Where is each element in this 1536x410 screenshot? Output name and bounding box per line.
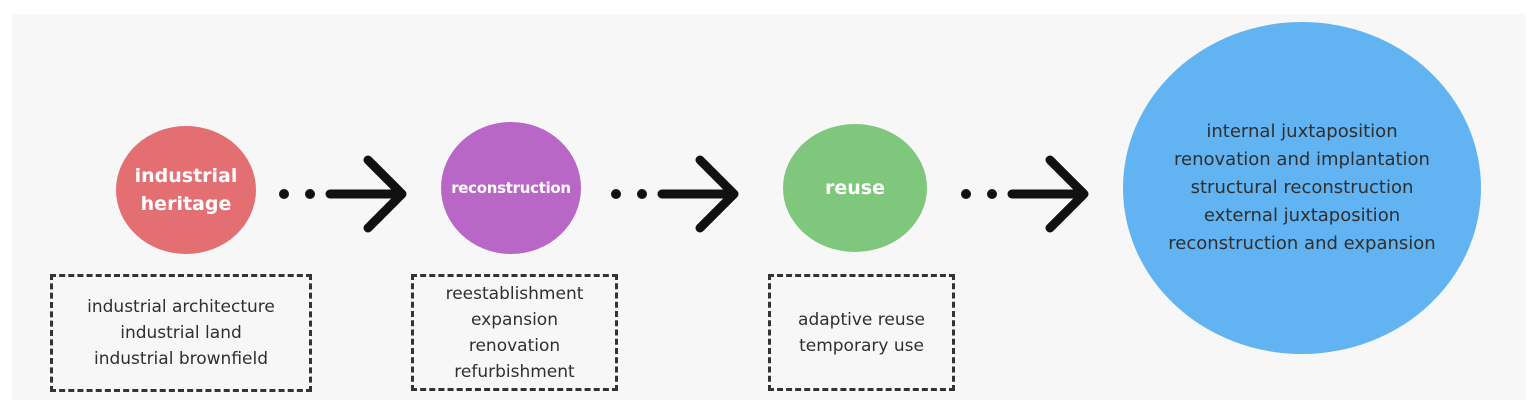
node-industrial-heritage-label: industrial heritage	[135, 162, 238, 218]
connector-dot	[637, 189, 647, 199]
box-list-item: renovation	[468, 335, 561, 356]
node-reuse-label: reuse	[825, 174, 885, 202]
result-list-item: external juxtaposition	[1203, 205, 1401, 226]
connector-reconstruction-to-reuse	[611, 155, 739, 233]
box-list-item: adaptive reuse	[798, 309, 925, 330]
node-result: internal juxtaposition renovation and im…	[1123, 22, 1481, 354]
node-industrial-heritage-label-line: industrial	[134, 165, 238, 187]
box-list-item: industrial brownfield	[93, 349, 268, 369]
connector-dot	[961, 189, 971, 199]
arrow-right-icon	[325, 155, 407, 233]
box-reuse-list: adaptive reuse temporary use	[798, 307, 925, 359]
box-list-item: expansion	[471, 309, 558, 330]
node-industrial-heritage-label-line: heritage	[140, 193, 232, 215]
arrow-right-icon	[657, 155, 739, 233]
result-list-item: renovation and implantation	[1174, 149, 1430, 170]
box-list-item: industrial land	[120, 323, 242, 343]
node-reconstruction-label-line: reconstruction	[451, 179, 571, 197]
box-reconstruction: reestablishment expansion renovation ref…	[411, 274, 618, 391]
box-list-item: refurbishment	[454, 361, 575, 382]
result-list-item: internal juxtaposition	[1206, 121, 1398, 142]
node-reuse-label-line: reuse	[825, 177, 885, 199]
box-reuse: adaptive reuse temporary use	[768, 274, 955, 391]
result-list-item: reconstruction and expansion	[1168, 233, 1436, 254]
box-industrial-heritage: industrial architecture industrial land …	[50, 274, 312, 392]
connector-reuse-to-result	[961, 155, 1089, 233]
connector-dot	[987, 189, 997, 199]
result-list-item: structural reconstruction	[1190, 177, 1414, 198]
connector-dot	[305, 189, 315, 199]
box-industrial-heritage-list: industrial architecture industrial land …	[87, 294, 275, 372]
result-list: internal juxtaposition renovation and im…	[1168, 118, 1435, 258]
connector-dot	[279, 189, 289, 199]
arrow-right-icon	[1007, 155, 1089, 233]
connector-dot	[611, 189, 621, 199]
box-list-item: temporary use	[799, 335, 924, 356]
node-reuse: reuse	[783, 124, 927, 252]
node-reconstruction: reconstruction	[441, 122, 581, 254]
node-reconstruction-label: reconstruction	[451, 174, 571, 202]
box-list-item: reestablishment	[445, 283, 584, 304]
box-list-item: industrial architecture	[87, 297, 275, 317]
node-industrial-heritage: industrial heritage	[116, 126, 256, 254]
connector-heritage-to-reconstruction	[279, 155, 407, 233]
box-reconstruction-list: reestablishment expansion renovation ref…	[446, 281, 584, 385]
